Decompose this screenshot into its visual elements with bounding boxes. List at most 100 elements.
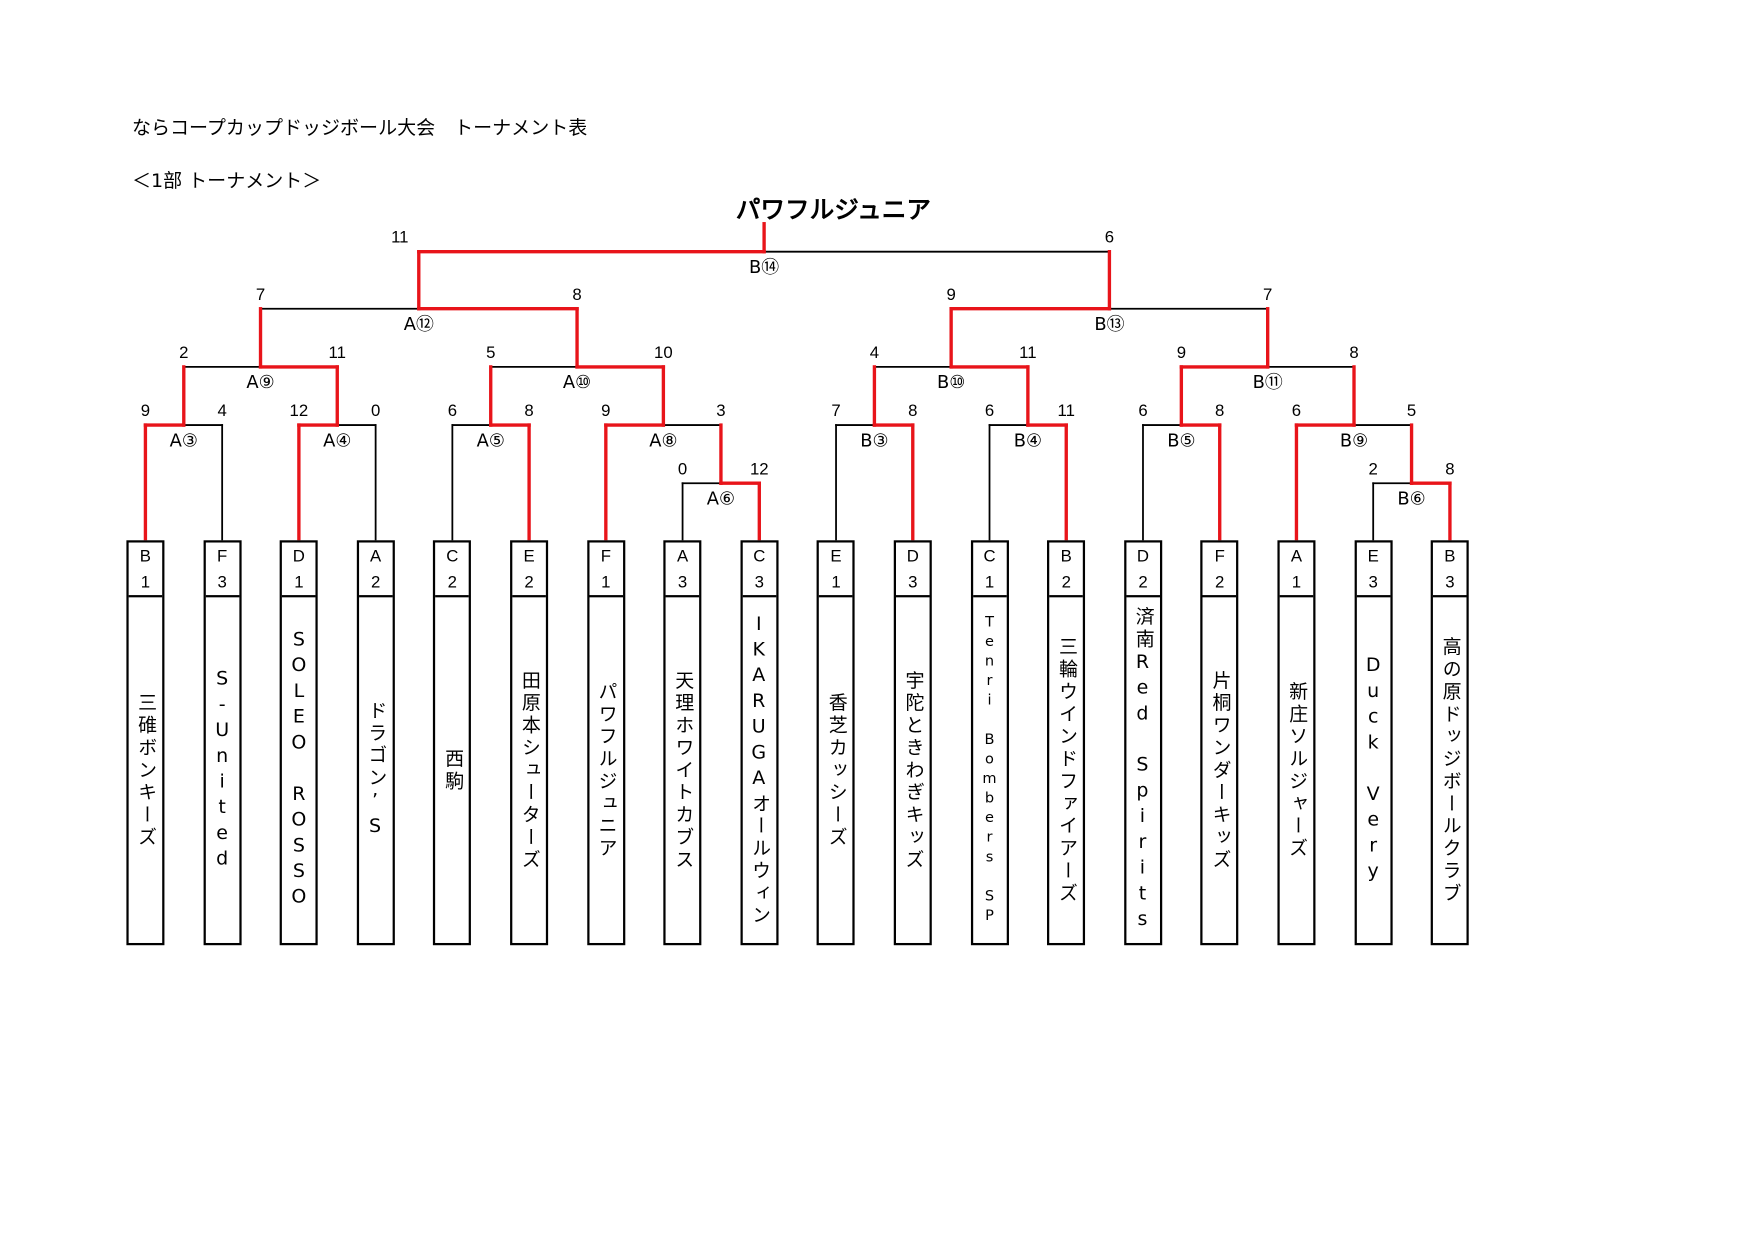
match-score: 9 <box>601 401 610 420</box>
champion-name: パワフルジュニア <box>735 196 931 225</box>
team-seed-number: 2 <box>524 572 534 592</box>
team-block: A <box>1290 546 1303 566</box>
match-score: 2 <box>1369 459 1378 478</box>
team-name: 片桐ワンダーキッズ <box>1207 669 1231 871</box>
team-block: F <box>600 546 611 566</box>
team-block: B <box>1060 546 1072 566</box>
match-score: 0 <box>371 401 380 420</box>
match-score: 6 <box>1292 401 1301 420</box>
match-label: B⑨ <box>1340 430 1368 451</box>
match-label: B⑭ <box>749 257 779 278</box>
team-block: A <box>676 546 689 566</box>
match-score: 0 <box>678 459 687 478</box>
team-seed-number: 2 <box>1138 572 1148 592</box>
team-name: ドラゴン’S <box>363 699 387 841</box>
team-name: 新庄ソルジャーズ <box>1284 680 1308 860</box>
match-score: 8 <box>1349 343 1358 362</box>
team-block: D <box>292 546 305 566</box>
match-label: B⑩ <box>937 372 965 393</box>
match-score: 11 <box>329 343 346 362</box>
match-label: B⑪ <box>1253 372 1283 393</box>
team-name: Duck Very <box>1362 654 1385 886</box>
team-name: SOLEO ROSSO <box>287 628 311 912</box>
team-seed-number: 1 <box>984 572 995 592</box>
match-label: A③ <box>170 430 198 451</box>
match-score: 6 <box>985 401 994 420</box>
match-score: 12 <box>290 401 309 420</box>
team-name: 高の原ドッジボールクラブ <box>1438 635 1461 905</box>
team-seed-number: 1 <box>601 572 611 592</box>
team-seed-number: 2 <box>447 572 458 592</box>
team-block: E <box>1367 546 1379 566</box>
match-score: 2 <box>179 343 188 362</box>
match-label: A⑥ <box>707 488 735 509</box>
match-score: 6 <box>1138 401 1147 420</box>
match-score: 5 <box>1407 401 1416 420</box>
match-score: 11 <box>391 228 408 247</box>
match-label: B⑤ <box>1167 430 1195 451</box>
team-seed-number: 3 <box>1445 572 1455 592</box>
team-seed-number: 2 <box>1061 572 1071 592</box>
team-seed-number: 3 <box>908 572 918 592</box>
team-seed-number: 1 <box>1291 572 1302 592</box>
team-block: E <box>830 546 842 566</box>
match-score: 9 <box>946 285 955 304</box>
team-name: 三碓ボンキーズ <box>133 691 157 849</box>
team-seed-number: 1 <box>140 572 151 592</box>
match-score: 9 <box>141 401 150 420</box>
match-label: A⑤ <box>477 430 505 451</box>
team-seed-number: 3 <box>677 572 688 592</box>
match-score: 4 <box>870 343 879 362</box>
team-seed-number: 3 <box>754 572 764 592</box>
team-seed-number: 2 <box>1215 572 1225 592</box>
match-score: 7 <box>831 401 840 420</box>
match-score: 8 <box>1445 459 1454 478</box>
match-label: A⑧ <box>649 430 677 451</box>
team-block: F <box>217 546 228 566</box>
match-score: 8 <box>908 401 917 420</box>
match-score: 4 <box>217 401 226 420</box>
team-block: C <box>753 546 766 566</box>
match-score: 10 <box>654 343 673 362</box>
team-block: D <box>906 546 919 566</box>
match-label: B④ <box>1014 430 1042 451</box>
match-score: 8 <box>572 285 581 304</box>
team-block: B <box>139 546 152 566</box>
match-label: A④ <box>323 430 351 451</box>
match-score: 7 <box>1263 285 1272 304</box>
match-score: 8 <box>1215 401 1224 420</box>
match-label: B⑥ <box>1397 488 1425 509</box>
team-name: Tenri Bombers SP <box>981 613 998 927</box>
match-score: 11 <box>1019 343 1036 362</box>
team-block: B <box>1444 546 1456 566</box>
team-block: F <box>1214 546 1225 566</box>
match-label: A⑩ <box>563 372 591 393</box>
team-seed-number: 1 <box>831 572 841 592</box>
match-score: 11 <box>1058 401 1075 420</box>
team-block: C <box>983 546 996 566</box>
match-score: 6 <box>1105 228 1114 247</box>
